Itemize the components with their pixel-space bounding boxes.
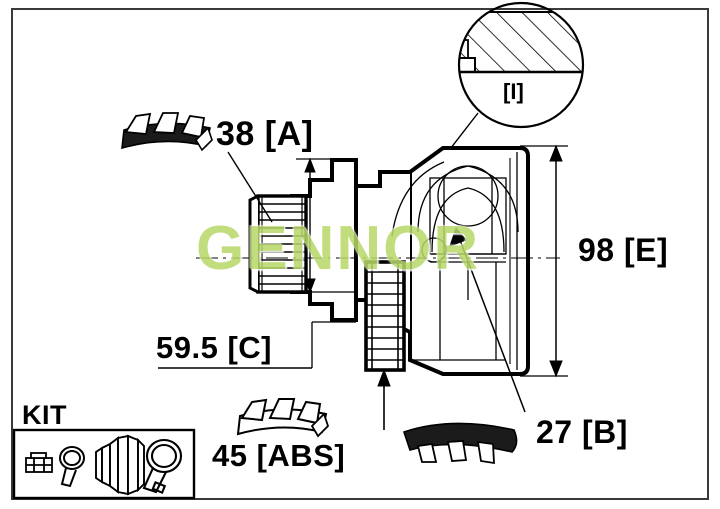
- kit-item-grease-packet: [25, 452, 53, 473]
- inner-race-cage-geometry: [391, 161, 519, 361]
- dimension-b-leader: [459, 239, 526, 413]
- dimension-a-38: [227, 151, 356, 294]
- kit-item-small-clamp: [59, 446, 85, 488]
- dimension-b-27: [449, 226, 526, 413]
- detail-circle-outline: [457, 1, 585, 129]
- label-dimension-abs: 45 [ABS]: [212, 438, 346, 473]
- boot-groove-step-bottom: [290, 290, 358, 322]
- spline-teeth-dark-icon: [121, 112, 213, 152]
- label-detail-i: [I]: [503, 79, 524, 104]
- stub-shaft-spline-teeth: [258, 203, 306, 285]
- kit-item-large-clamp: [142, 438, 183, 494]
- label-dimension-e: 98 [E]: [578, 232, 669, 268]
- label-dimension-a: 38 [A]: [216, 115, 314, 153]
- dimension-c-59-5: [158, 321, 356, 369]
- dimension-a-leader: [227, 151, 273, 223]
- kit-item-bellows-boot: [95, 434, 145, 496]
- label-dimension-b: 27 [B]: [536, 414, 628, 450]
- label-dimension-c: 59.5 [C]: [156, 330, 272, 365]
- dimension-e-98: [520, 144, 568, 378]
- dimension-abs-45: [377, 368, 391, 430]
- cv-joint-assembly: [196, 146, 560, 376]
- drawing-frame-border: [11, 8, 709, 500]
- abs-ring-teeth: [366, 262, 404, 370]
- boot-groove-step-top: [290, 158, 358, 198]
- kit-box: [12, 428, 196, 500]
- spline-teeth-inverted-icon: [402, 422, 518, 465]
- label-kit-title: KIT: [22, 400, 67, 430]
- detail-section-circle: [429, 1, 585, 176]
- abs-ring-outline-icon: [236, 398, 330, 438]
